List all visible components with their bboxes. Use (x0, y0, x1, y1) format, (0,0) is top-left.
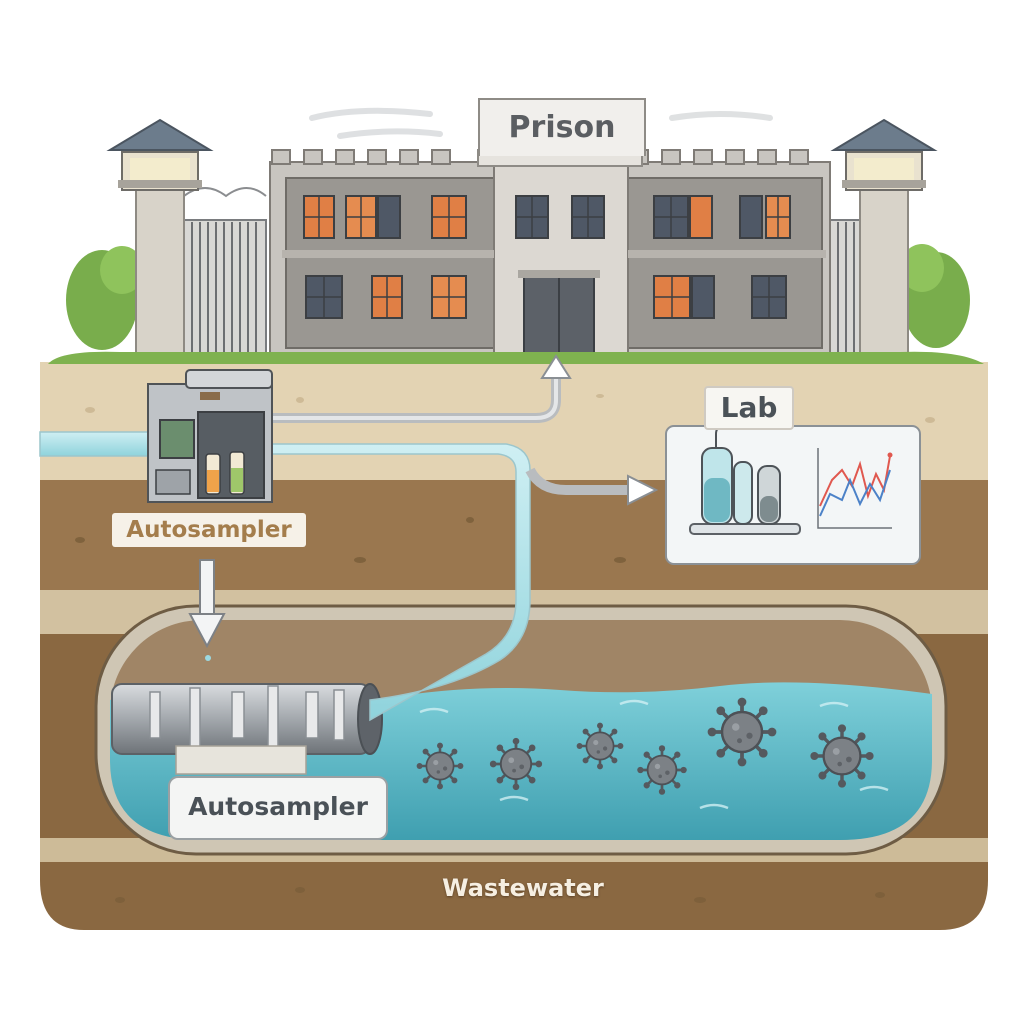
autosampler-top-label: Autosampler (112, 513, 306, 547)
virus-icon (705, 695, 779, 769)
virus-icon (575, 721, 625, 771)
line-graph-icon (817, 448, 893, 529)
prison-fence-right (829, 219, 861, 355)
sample-to-lab-pipe (525, 467, 630, 495)
tree-icon (900, 244, 970, 348)
lab-label: Lab (704, 386, 794, 430)
wastewater-label: Wastewater (442, 874, 604, 902)
test-tube-icon (689, 425, 801, 535)
prison-building (269, 149, 831, 357)
watchtower-icon (830, 118, 938, 355)
grass-strip (48, 351, 984, 364)
arrow-icon (188, 559, 226, 661)
sky-wisps (309, 107, 773, 139)
virus-icon (415, 741, 465, 791)
water-flow-horizontal (39, 431, 165, 457)
arrow-icon (627, 474, 659, 506)
arrow-icon (540, 354, 572, 379)
autosampler-bottom-label: Autosampler (168, 776, 388, 840)
tree-icon (66, 246, 144, 350)
prison-label: Prison (478, 98, 646, 156)
virus-icon (808, 722, 876, 790)
watchtower-icon (106, 118, 214, 355)
lab-panel (665, 425, 921, 565)
virus-icon (488, 736, 544, 792)
autosampler-device-icon (147, 369, 273, 503)
virus-icon (635, 743, 689, 797)
prison-fence-left (183, 187, 267, 355)
